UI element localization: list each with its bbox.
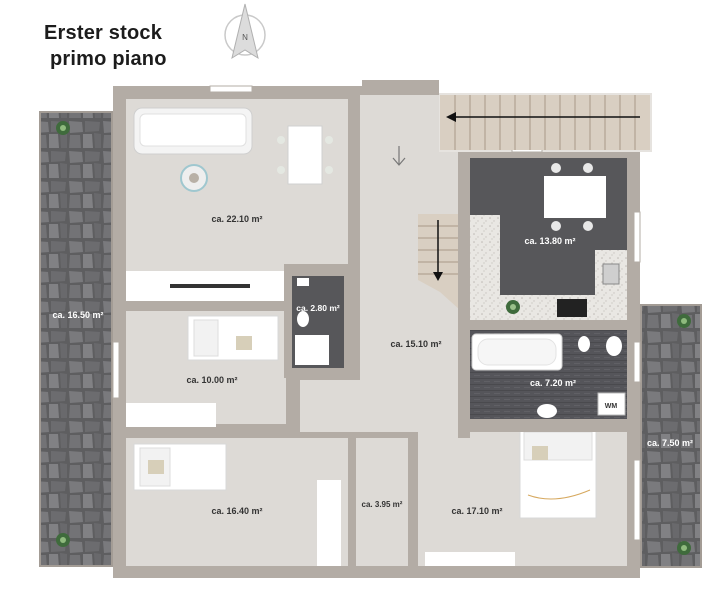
window [633,211,641,263]
terrace-left [39,111,113,567]
inner-wall [348,86,360,301]
sofa [133,107,253,155]
inner-wall [348,432,356,578]
room-area-bedroom-small: ca. 10.00 m² [186,375,237,385]
title-line-1: Erster stock [44,22,163,44]
wc-sink [295,335,329,365]
plant-icon [56,121,70,135]
sink-icon [602,263,620,285]
inner-wall [284,264,292,378]
plant-icon [677,541,691,555]
corridor-floor [356,438,408,566]
hallway-lower-floor [300,380,460,432]
window [317,480,341,566]
room-area-corridor: ca. 3.95 m² [362,500,403,509]
bed-double [519,427,597,519]
window [633,459,641,541]
inner-wall [458,152,470,438]
inner-wall [284,264,354,276]
inner-wall [113,428,298,438]
bed-single [187,315,279,361]
staircase-top [440,95,650,150]
room-area-bedroom-left: ca. 16.40 m² [211,506,262,516]
staircase-inner [418,214,460,310]
window [633,341,641,383]
inner-wall [408,432,418,578]
room-area-kitchen: ca. 13.80 m² [524,236,575,246]
entry-arrow-icon [392,146,406,166]
toilet-icon [606,336,622,356]
dining-table [277,125,333,185]
room-area-terrace-right: ca. 7.50 m² [647,438,693,448]
room-area-living: ca. 22.10 m² [211,214,262,224]
inner-wall [113,301,285,311]
kitchen-counter [470,215,627,320]
bed-double [133,443,227,491]
window [112,341,120,399]
washing-machine-label: WM [605,403,618,410]
inner-wall [344,264,354,378]
bathtub-icon [471,333,563,371]
washbasin-icon [537,404,557,418]
toilet-icon [297,311,309,327]
toilet-icon [297,278,309,286]
room-area-terrace-left: ca. 16.50 m² [52,310,103,320]
terrace-right [640,304,702,568]
plant-icon [677,314,691,328]
wardrobe [126,403,216,427]
compass-label: N [242,33,248,42]
washing-machine-icon [597,392,626,416]
room-area-bedroom-right: ca. 17.10 m² [451,506,502,516]
title-line-2: primo piano [50,48,167,70]
room-area-hallway: ca. 15.10 m² [390,339,441,349]
kitchen-table [544,163,606,231]
window [425,552,515,566]
window [209,85,253,93]
coffee-table [180,164,208,192]
room-area-wc: ca. 2.80 m² [296,303,340,313]
inner-wall [470,320,627,330]
stove-icon [557,299,587,317]
inner-wall [470,419,640,432]
tv-unit [170,284,250,288]
room-area-bathroom: ca. 7.20 m² [530,378,576,388]
north-arrow-icon: N [224,3,266,60]
plant-icon [506,300,520,314]
bidet-icon [578,336,590,352]
plant-icon [56,533,70,547]
